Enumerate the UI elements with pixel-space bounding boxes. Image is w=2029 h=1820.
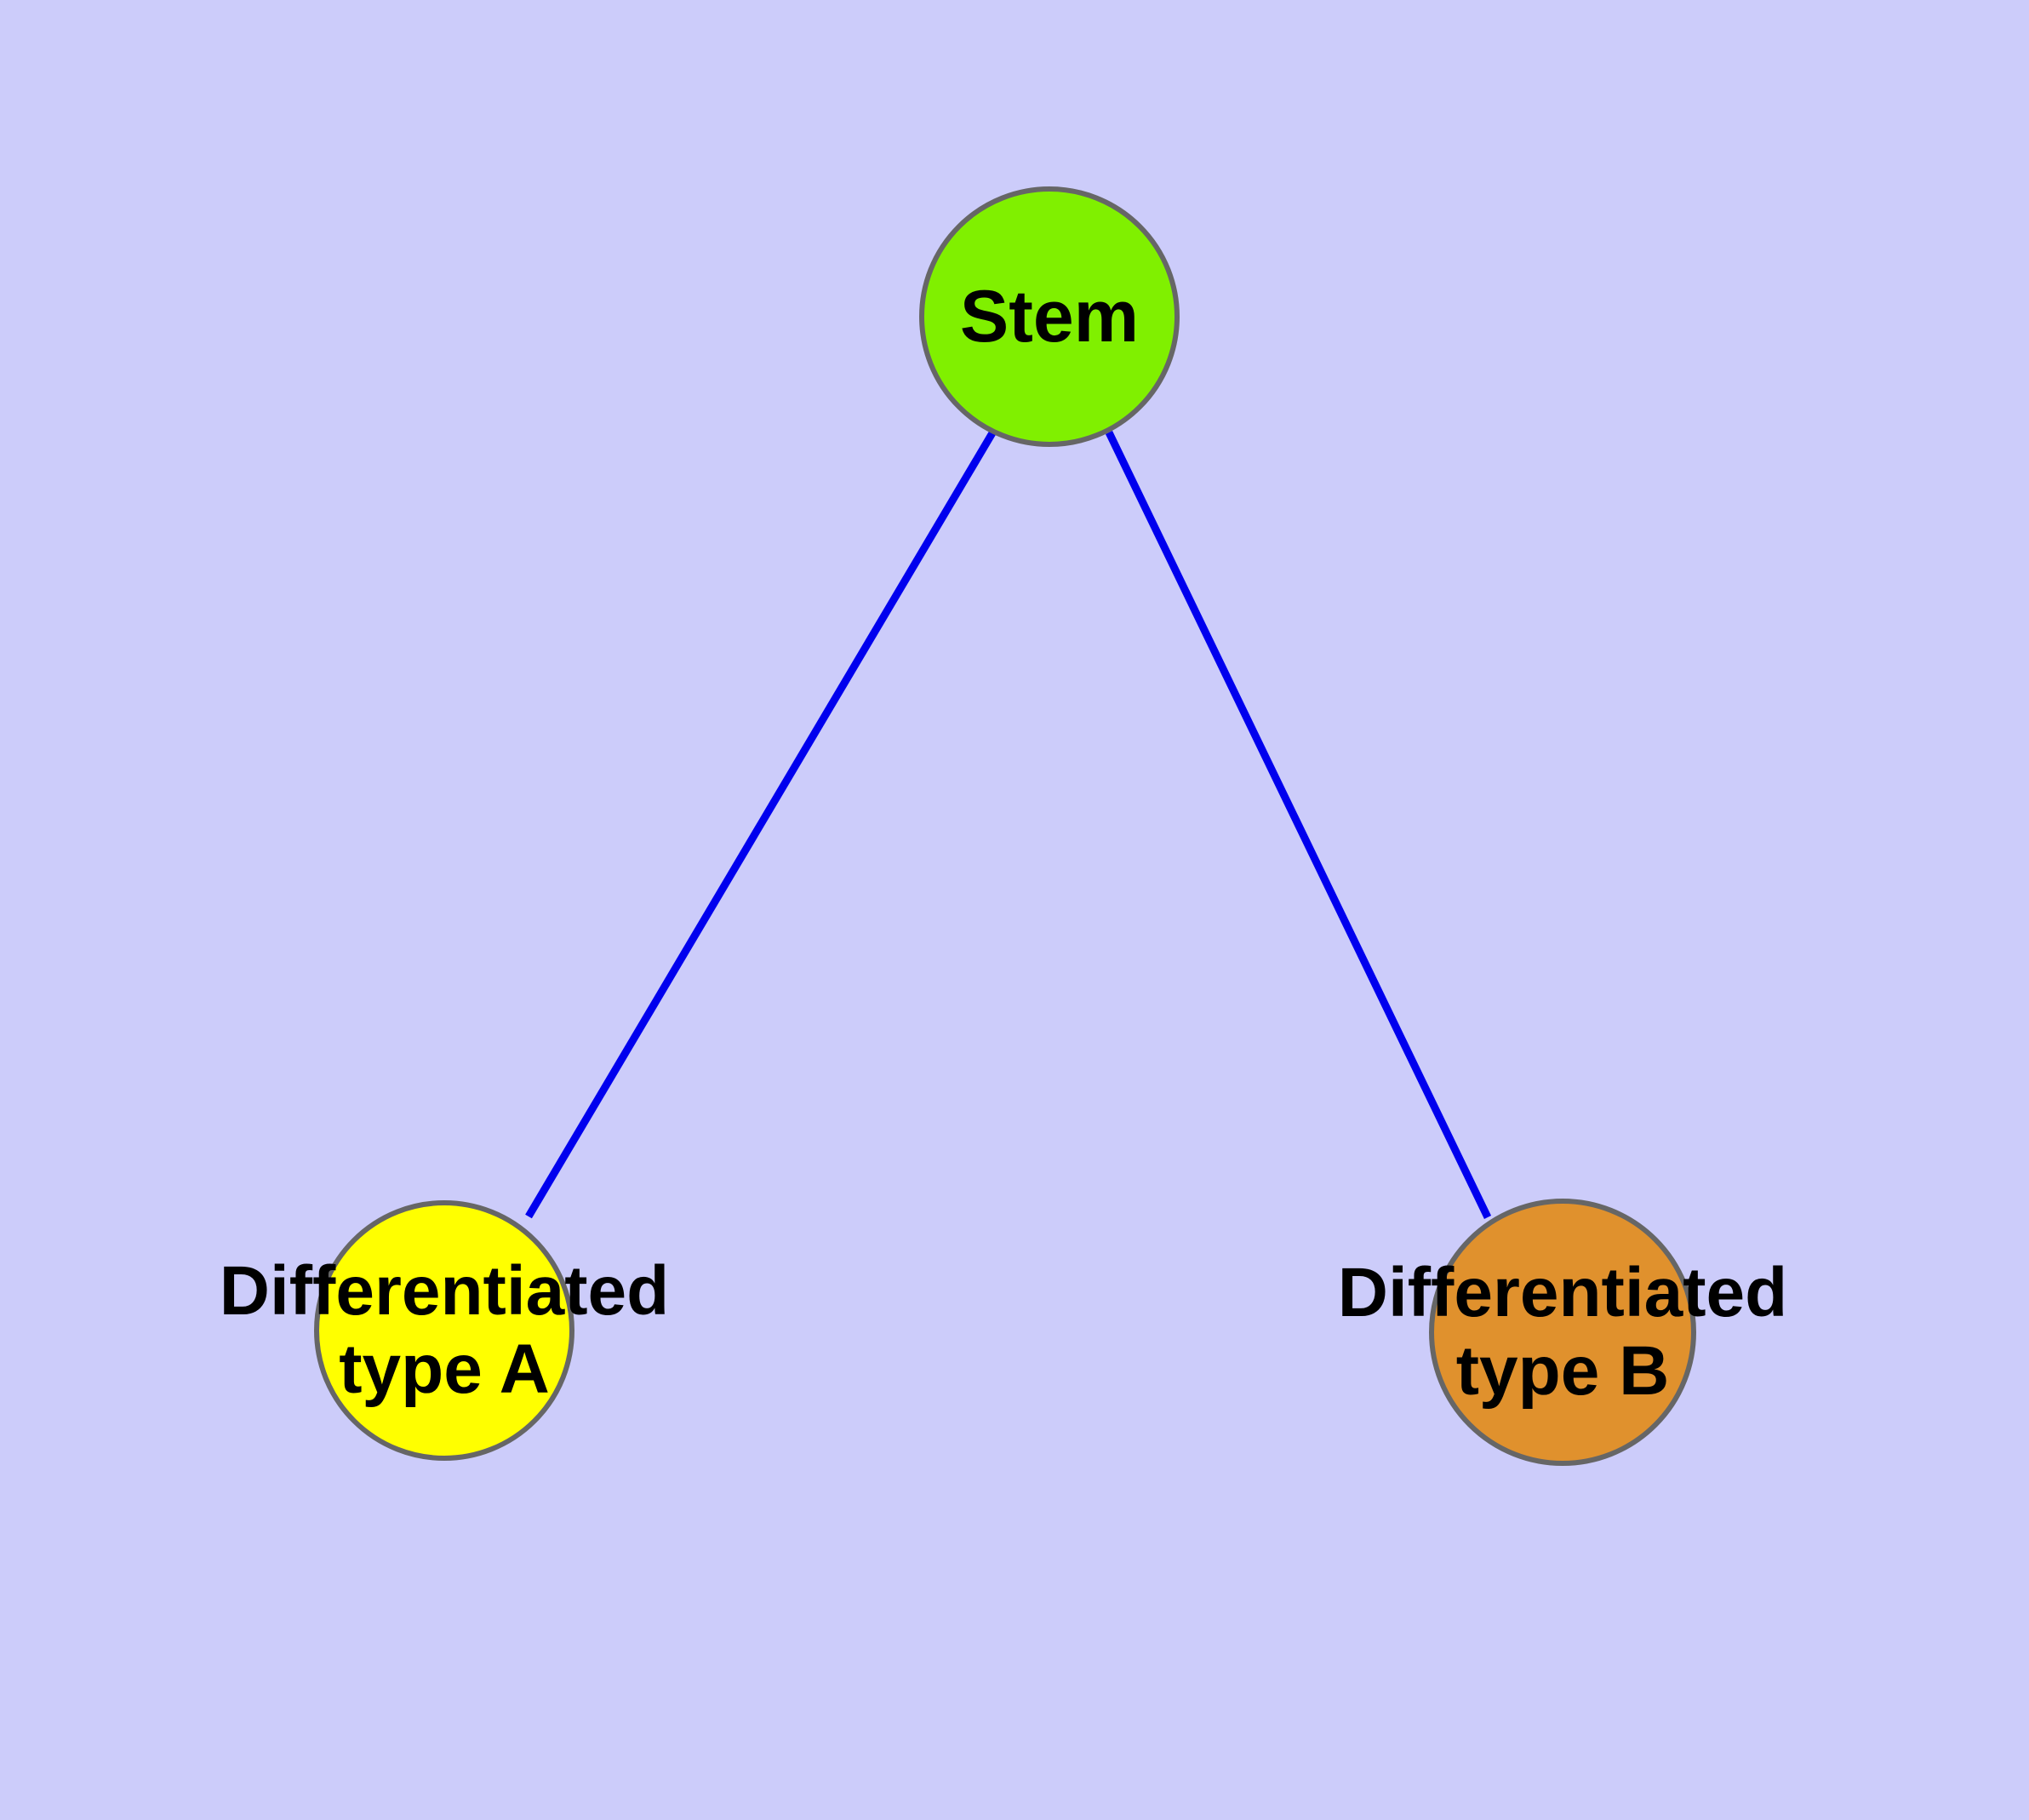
edge-stem-diff-b[interactable] [1105,431,1492,1219]
node-layer [314,186,1696,1466]
edge-stem-diff-a[interactable] [525,429,997,1219]
edge-layer [525,429,1492,1219]
node-differentiated-type-a[interactable] [314,1200,574,1461]
node-differentiated-type-b[interactable] [1429,1199,1696,1466]
node-stem[interactable] [919,186,1180,447]
